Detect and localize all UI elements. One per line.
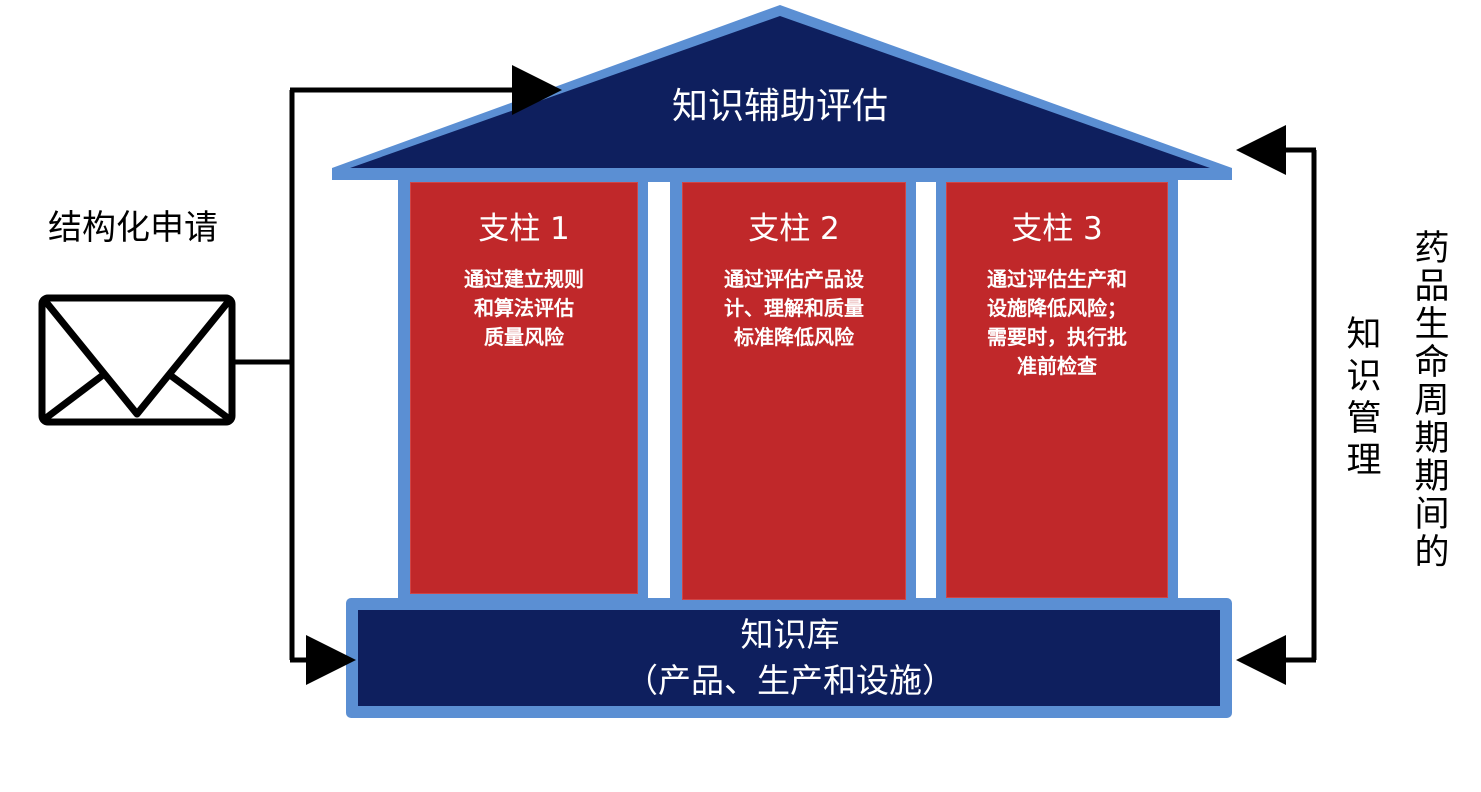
right-connector bbox=[1236, 125, 1317, 685]
lifecycle-label: 药 品 生 命 周 期 期 间 的 bbox=[1414, 229, 1450, 573]
envelope-icon bbox=[38, 294, 236, 426]
pillar-gap-1 bbox=[648, 182, 670, 598]
pillar-1: 支柱 1 通过建立规则 和算法评估 质量风险 bbox=[410, 182, 638, 594]
roof-inner bbox=[350, 16, 1210, 168]
pillar-3: 支柱 3 通过评估生产和 设施降低风险； 需要时，执行批 准前检查 bbox=[946, 182, 1168, 598]
pillar-3-desc: 通过评估生产和 设施降低风险； 需要时，执行批 准前检查 bbox=[987, 267, 1127, 378]
pillar-2: 支柱 2 通过评估产品设 计、理解和质量 标准降低风险 bbox=[682, 182, 906, 600]
roof-title: 知识辅助评估 bbox=[671, 86, 888, 127]
pillar-2-title: 支柱 2 bbox=[748, 211, 840, 247]
pillar-3-title: 支柱 3 bbox=[1011, 211, 1103, 247]
pillar-2-desc: 通过评估产品设 计、理解和质量 标准降低风险 bbox=[724, 267, 864, 349]
structured-application-label: 结构化申请 bbox=[48, 208, 218, 248]
knowledge-management-label: 知 识 管 理 bbox=[1346, 315, 1382, 481]
left-connector bbox=[232, 65, 562, 685]
pillar-gap-2 bbox=[916, 182, 936, 598]
pillar-1-title: 支柱 1 bbox=[478, 211, 570, 247]
base-line-1: 知识库 bbox=[740, 615, 840, 654]
pillar-1-desc: 通过建立规则 和算法评估 质量风险 bbox=[464, 267, 584, 349]
base-inner bbox=[358, 610, 1220, 706]
base-line-2: （产品、生产和设施） bbox=[625, 661, 955, 700]
knowledge-base-label: 知识库 （产品、生产和设施） bbox=[360, 612, 1220, 704]
